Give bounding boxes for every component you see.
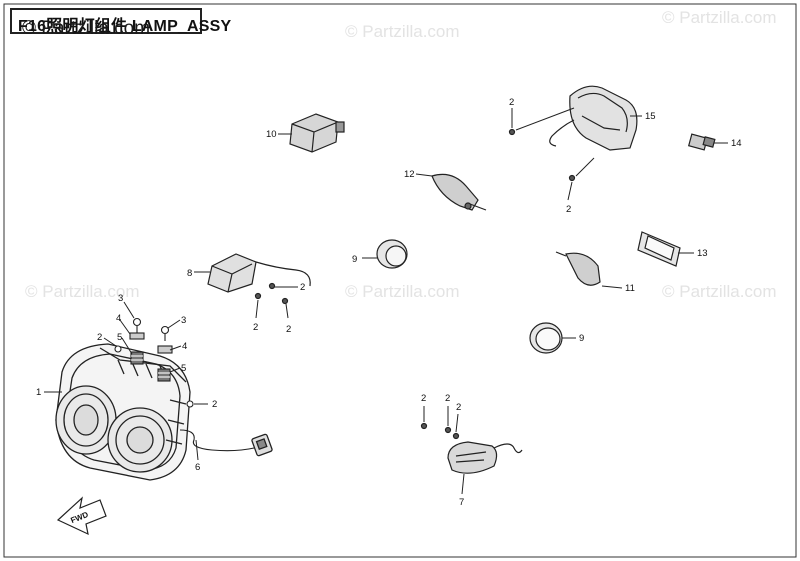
callout-7: 7	[459, 497, 464, 508]
tail-lamp-15	[508, 85, 638, 182]
callout-1: 1	[36, 387, 41, 398]
callout-14: 14	[731, 138, 742, 149]
callout-2: 2	[300, 282, 305, 293]
bolt-3a	[132, 317, 142, 327]
connector-14	[687, 133, 716, 151]
lamp-7	[420, 422, 523, 474]
reflector-9-lower	[529, 322, 563, 354]
plate-light-13	[637, 231, 681, 267]
callout-9: 9	[352, 254, 357, 265]
callout-13: 13	[697, 248, 708, 259]
screw-2	[114, 345, 122, 353]
washer-4	[129, 332, 145, 340]
callout-2: 2	[97, 332, 102, 343]
callout-2: 2	[421, 393, 426, 404]
callout-2: 2	[509, 97, 514, 108]
module-8	[207, 253, 311, 305]
callout-8: 8	[187, 268, 192, 279]
frame-border	[3, 3, 797, 558]
callout-2: 2	[253, 322, 258, 333]
title-box: F16照明灯组件 LAMP_ASSY	[10, 8, 231, 35]
callout-10: 10	[266, 129, 277, 140]
callout-2: 2	[445, 393, 450, 404]
callout-6: 6	[195, 462, 200, 473]
callout-3: 3	[118, 293, 123, 304]
grommet-5a	[130, 351, 144, 365]
callout-9: 9	[579, 333, 584, 344]
washer-4b	[157, 345, 173, 354]
callout-4: 4	[116, 313, 121, 324]
callout-2: 2	[456, 402, 461, 413]
reflector-9-upper	[376, 239, 408, 269]
bolt-3b	[160, 325, 170, 335]
screw-2	[186, 400, 194, 408]
turn-signal-12	[431, 173, 487, 211]
callout-11: 11	[625, 283, 635, 294]
leader-lines	[44, 107, 728, 495]
headlight-assembly	[55, 343, 273, 481]
grommet-5b	[157, 368, 171, 382]
corner-watermark: © Partzilla.com	[22, 18, 151, 39]
callout-3: 3	[181, 315, 186, 326]
callout-labels: 1 2 3 4 5 3 4 5 2 6 8 2 2 2 10 9 12 2 15…	[36, 97, 742, 508]
fwd-arrow	[56, 496, 107, 536]
callout-5: 5	[181, 363, 186, 374]
callout-2: 2	[212, 399, 217, 410]
mount-hardware	[114, 317, 194, 408]
callout-12: 12	[404, 169, 415, 180]
callout-5: 5	[117, 332, 122, 343]
module-10	[289, 113, 345, 153]
callout-2: 2	[286, 324, 291, 335]
turn-signal-11	[555, 251, 601, 286]
callout-4: 4	[182, 341, 187, 352]
diagram-title: F16照明灯组件 LAMP_ASSY	[18, 18, 232, 35]
callout-15: 15	[645, 111, 656, 122]
callout-2: 2	[566, 204, 571, 215]
